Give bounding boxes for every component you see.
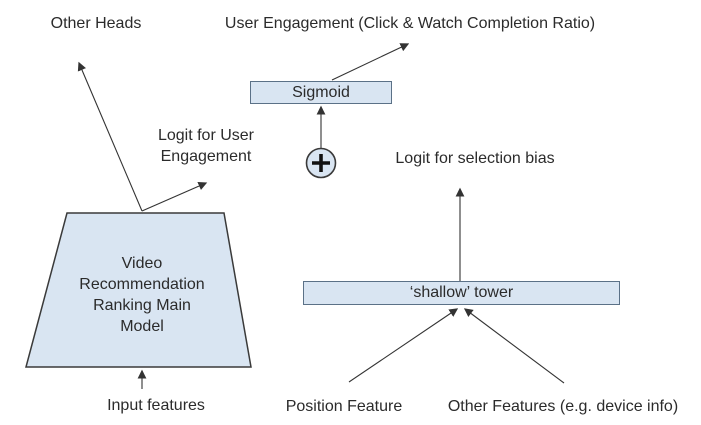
position-feature-label: Position Feature: [285, 398, 403, 415]
logit-selection-bias-label: Logit for selection bias: [395, 150, 555, 167]
main-model-label: Video Recommendation Ranking Main Model: [79, 255, 205, 335]
arrow-other-features-to-shallow-tower: [463, 308, 565, 384]
user-engagement-label: User Engagement (Click & Watch Completio…: [224, 15, 596, 32]
arrow-position-feature-to-shallow-tower: [348, 308, 459, 383]
logit-user-engagement-label: Logit for User Engagement: [157, 127, 255, 165]
arrow-main-model-to-user-logit: [141, 181, 208, 212]
other-heads-label: Other Heads: [50, 15, 142, 32]
input-features-label: Input features: [107, 397, 205, 414]
arrow-sigmoid-to-user-engagement: [331, 43, 410, 81]
sigmoid-node-label: Sigmoid: [292, 83, 350, 101]
arrow-main-model-to-other-heads: [77, 61, 143, 212]
main-model-trapezoid: [25, 212, 252, 368]
plus-icon: [305, 147, 337, 179]
shallow-tower-node: ‘shallow’ tower: [303, 281, 620, 305]
shallow-tower-node-label: ‘shallow’ tower: [409, 284, 514, 301]
other-features-label: Other Features (e.g. device info): [447, 398, 679, 415]
sigmoid-node: Sigmoid: [250, 81, 392, 104]
